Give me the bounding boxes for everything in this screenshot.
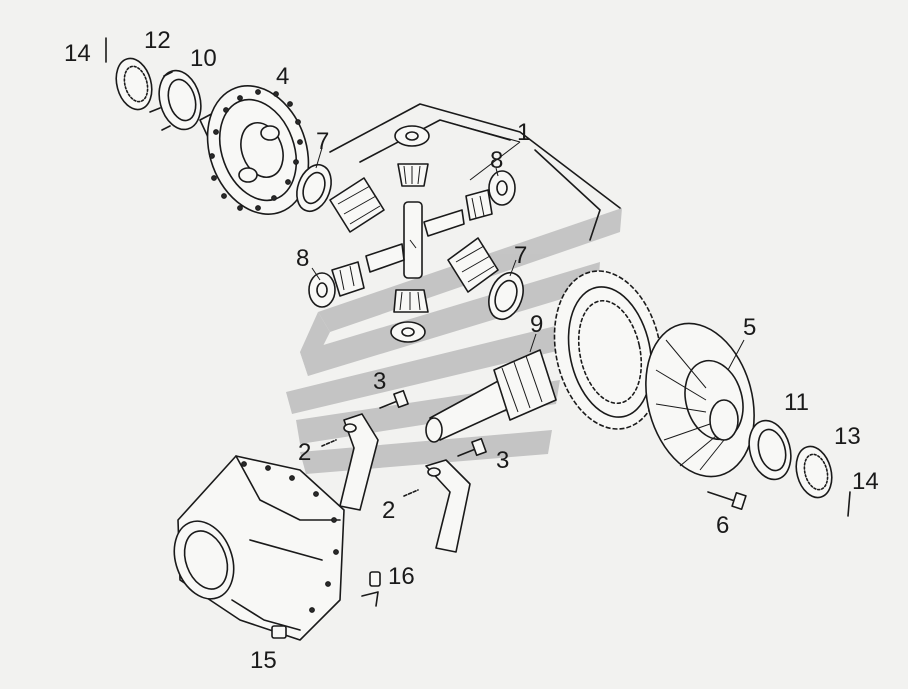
leader-lines [311, 119, 745, 371]
side-gear-right [447, 237, 499, 293]
callout-3a: 3 [373, 368, 386, 395]
ring-gear-9 [553, 270, 663, 430]
bearing-cap-upper [339, 413, 379, 511]
lock-pin-14-right [847, 491, 851, 517]
breather-16 [361, 571, 381, 607]
callout-8a: 8 [490, 147, 503, 174]
callout-1: 1 [517, 119, 530, 146]
callout-10: 10 [190, 45, 217, 72]
adjusting-ring-13 [795, 445, 833, 499]
cap-bolt-upper [379, 389, 409, 409]
callout-6: 6 [716, 512, 729, 539]
callout-8b: 8 [296, 245, 309, 272]
callout-9: 9 [530, 311, 543, 338]
callout-5: 5 [743, 314, 756, 341]
thrust-washer-7-left [296, 163, 332, 213]
bearing-10 [149, 69, 202, 131]
bearing-cap-lower [425, 459, 471, 553]
callout-7b: 7 [514, 242, 527, 269]
drain-plug-15 [271, 625, 287, 639]
callout-14a: 14 [64, 40, 91, 67]
housing-outline [329, 103, 621, 241]
callout-2b: 2 [382, 497, 395, 524]
thrust-washer-bottom [390, 321, 426, 343]
callout-7a: 7 [316, 128, 329, 155]
callout-4: 4 [276, 63, 289, 90]
pinion-gear-bottom [393, 289, 429, 313]
thrust-washer-7-right [488, 271, 524, 321]
bolt-6 [707, 491, 747, 511]
callout-11: 11 [784, 389, 809, 416]
callout-12: 12 [144, 27, 171, 54]
carrier-half-left [199, 85, 310, 215]
side-gear-left [329, 177, 385, 233]
pinion-gear-left [331, 261, 365, 297]
callout-16: 16 [388, 563, 415, 590]
thrust-washer-8-left [308, 272, 336, 308]
pinion-gear-right [465, 189, 493, 221]
callout-labels: 1 2 2 3 3 4 5 6 7 7 8 8 9 10 11 12 13 14… [64, 27, 879, 674]
carrier-half-right [645, 322, 755, 478]
dowel-pins [321, 439, 419, 497]
callout-3b: 3 [496, 447, 509, 474]
callout-13: 13 [834, 423, 861, 450]
bearing-11 [748, 419, 792, 481]
thrust-washer-top [394, 125, 430, 147]
cap-bolt-lower [457, 437, 487, 457]
cross-shaft [365, 201, 465, 279]
axle-housing [173, 455, 345, 641]
adjusting-ring-12 [115, 57, 153, 111]
callout-15: 15 [250, 647, 277, 674]
thrust-washer-8-right [488, 170, 516, 206]
pinion-gear-top [397, 163, 429, 187]
watermark-logo [286, 208, 622, 474]
callout-14b: 14 [852, 468, 879, 495]
callout-2a: 2 [298, 439, 311, 466]
drive-pinion [425, 349, 557, 443]
